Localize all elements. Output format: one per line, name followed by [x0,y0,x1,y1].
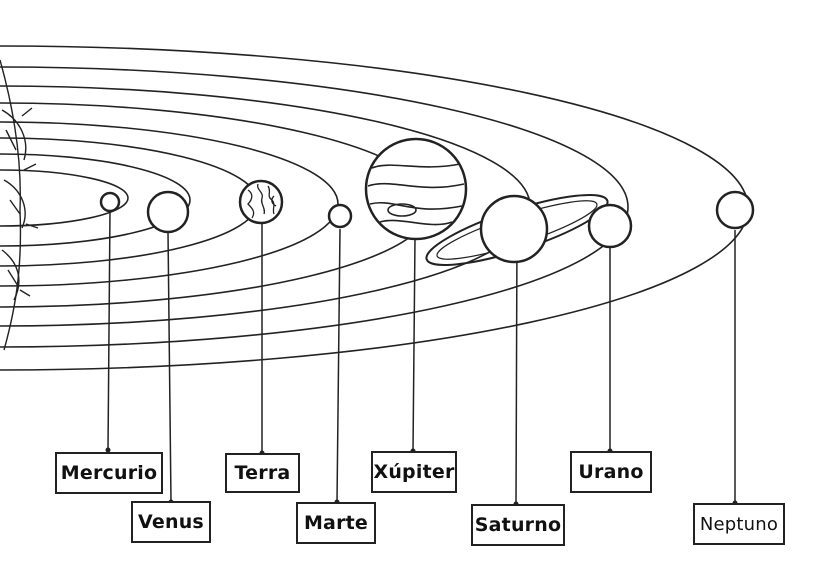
orbit-5 [0,102,433,308]
planet-xupiter [364,137,468,241]
label-xupiter: Xúpiter [371,451,457,493]
planet-neptuno [715,190,755,230]
planet-mercurio [99,191,121,213]
leader-venus [167,231,172,503]
label-mercurio: Mercurio [55,452,163,494]
leader-marte [336,228,341,503]
label-neptuno: Neptuno [693,503,785,545]
orbit-2 [0,153,191,247]
planet-terra [238,179,284,225]
leader-xupiter [412,237,416,452]
leader-lines [107,210,736,505]
orbit-1 [0,169,129,227]
planet-marte [327,203,353,229]
planet-urano [587,203,633,249]
leader-saturno [515,231,518,505]
orbit-3 [0,137,259,267]
orbit-7 [0,66,629,348]
planet-venus [146,190,190,234]
leader-mercurio [107,210,111,451]
label-terra: Terra [225,453,300,493]
label-venus: Venus [131,501,211,543]
label-urano: Urano [570,451,652,493]
label-saturno: Saturno [471,504,565,546]
label-marte: Marte [296,502,376,544]
sun-drawing [0,59,39,351]
planet-saturno [425,194,609,266]
